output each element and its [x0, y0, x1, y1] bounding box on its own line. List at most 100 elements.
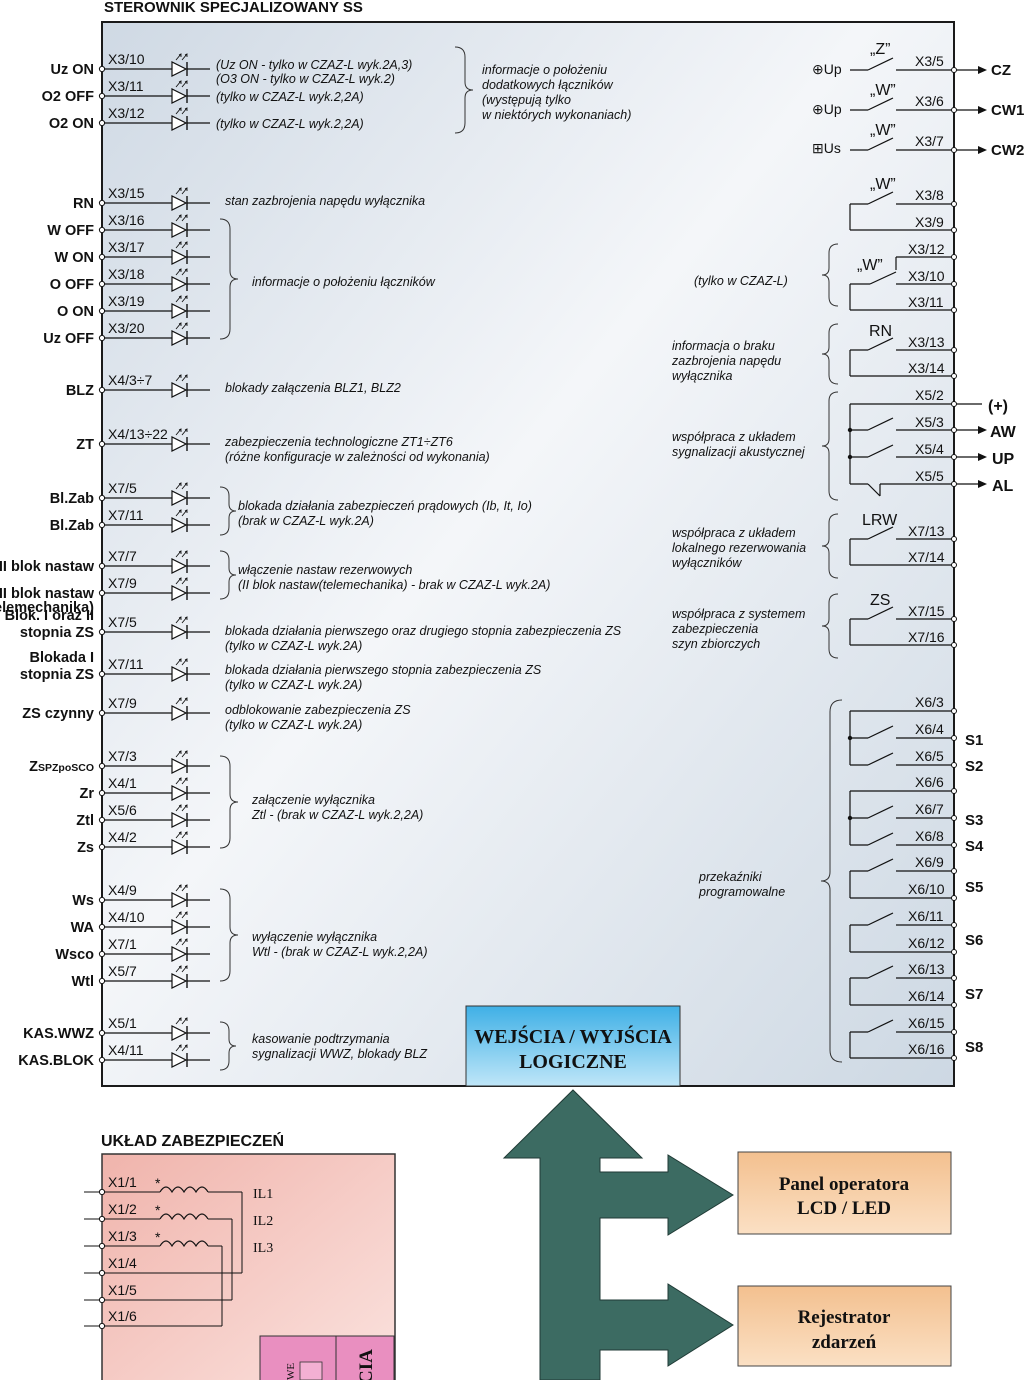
rn-note-3: wyłącznika: [672, 369, 732, 383]
led-diode-icon: [171, 1052, 188, 1068]
terminal-dot: [98, 226, 106, 234]
protection-terminal: X1/5: [108, 1282, 137, 1298]
led-diode-icon: [171, 705, 188, 721]
cia-label: CIA: [356, 1349, 377, 1380]
event-recorder-line1: Rejestrator: [798, 1307, 891, 1328]
relay-output-label: S2: [965, 758, 983, 775]
input-terminal: X7/5: [108, 480, 137, 496]
cz-term: X3/5: [915, 53, 944, 69]
relay-terminal: X6/16: [908, 1041, 945, 1057]
input-label: O OFF: [50, 277, 94, 293]
rn-term-1: X3/13: [908, 334, 945, 350]
relay-output-label: S3: [965, 812, 983, 829]
input-terminal: X3/20: [108, 320, 145, 336]
note-zal-1: załączenie wyłącznika: [251, 793, 375, 807]
terminal-dot: [951, 762, 957, 768]
input-terminal: X5/1: [108, 1015, 137, 1031]
input-label: O2 ON: [49, 116, 94, 132]
terminal-dot: [951, 842, 957, 848]
led-diode-icon: [171, 276, 188, 292]
note-blz: blokady załączenia BLZ1, BLZ2: [225, 381, 401, 395]
terminal-dot: [951, 975, 957, 981]
note-o2-on: (tylko w CZAZ-L wyk.2,2A): [216, 117, 364, 131]
left-input-rows: X3/10X3/11X3/12X3/15X3/16X3/17X3/18X3/19…: [98, 51, 210, 1068]
note-group2: informacje o położeniu łączników: [252, 275, 436, 289]
input-label: Bl.Zab: [50, 491, 94, 507]
terminal-dot: [951, 1029, 957, 1035]
w1-term-2: X3/9: [915, 214, 944, 230]
lrw-note-3: wyłączników: [672, 556, 742, 570]
prog-note-2: programowalne: [698, 885, 785, 899]
terminal-dot: [98, 1242, 106, 1250]
note-blok1-2: (tylko w CZAZ-L wyk.2A): [225, 678, 362, 692]
terminal-dot: [98, 628, 106, 636]
aku-out-1: (+): [988, 398, 1008, 415]
led-diode-icon: [171, 946, 188, 962]
terminal-dot: [98, 92, 106, 100]
terminal-dot: [98, 1029, 106, 1037]
input-terminal: X4/13÷22: [108, 426, 168, 442]
current-il3: IL3: [253, 1241, 273, 1256]
input-terminal: X7/11: [108, 507, 144, 523]
led-diode-icon: [171, 195, 188, 211]
input-terminal: X3/18: [108, 266, 145, 282]
note-zt-1: zabezpieczenia technologiczne ZT1÷ZT6: [224, 435, 453, 449]
input-label: RN: [73, 196, 94, 212]
terminal-dot: [951, 922, 957, 928]
analog-input-block: [259, 1335, 337, 1380]
cw2-out: CW2: [991, 142, 1024, 159]
led-diode-icon: [171, 919, 188, 935]
terminal-dot: [951, 1055, 957, 1061]
cw1-term: X3/6: [915, 93, 944, 109]
cw1-out: CW1: [991, 102, 1024, 119]
zs-contact: ZS: [870, 592, 890, 609]
note-blok12-2: (tylko w CZAZ-L wyk.2A): [225, 639, 362, 653]
relay-terminal: X6/15: [908, 1015, 945, 1031]
protection-terminal: X1/3: [108, 1228, 137, 1244]
input-row: X7/5: [98, 614, 210, 640]
input-label: KAS.WWZ: [23, 1026, 94, 1042]
terminal-dot: [98, 521, 106, 529]
cz-out: CZ: [991, 62, 1011, 79]
protection-coils: * * * IL1 IL2 IL3: [155, 1175, 273, 1326]
lrw-contact: LRW: [862, 512, 898, 529]
input-row: X7/11: [98, 507, 210, 533]
led-diode-icon: [171, 115, 188, 131]
led-diode-icon: [171, 839, 188, 855]
coil-star-1: *: [155, 1175, 161, 1191]
input-row: X3/19: [98, 293, 210, 319]
input-row: X5/6: [98, 802, 210, 828]
input-row: X7/11: [98, 656, 210, 682]
terminal-dot: [98, 334, 106, 342]
led-diode-icon: [171, 585, 188, 601]
terminal-dot: [98, 709, 106, 717]
lrw-term-1: X7/13: [908, 523, 945, 539]
input-row: X3/18: [98, 266, 210, 292]
input-label: WA: [71, 920, 95, 936]
input-row: X3/11: [98, 78, 210, 104]
input-label: ZSPZpoSCO: [29, 759, 94, 775]
lrw-note-1: współpraca z układem: [672, 526, 796, 540]
terminal-dot: [98, 386, 106, 394]
input-row: X5/7: [98, 963, 210, 989]
input-terminal: X7/9: [108, 575, 137, 591]
rn-note-1: informacja o braku: [672, 339, 775, 353]
relay-output-label: S6: [965, 932, 983, 949]
logic-box-line1: WEJŚCIA / WYJŚCIA: [474, 1024, 672, 1048]
note-iiblok-2: (II blok nastaw(telemechanika) - brak w …: [238, 578, 550, 592]
input-terminal: X5/6: [108, 802, 137, 818]
terminal-dot: [98, 253, 106, 261]
input-row: X4/9: [98, 882, 210, 908]
left-notes: (Uz ON - tylko w CZAZ-L wyk.2A,3) (O3 ON…: [216, 46, 631, 1071]
cw1-contact: „W”: [870, 82, 896, 99]
logic-box-line2: LOGICZNE: [519, 1051, 627, 1073]
brace-wyl: [219, 888, 239, 982]
prog-note-1: przekaźniki: [698, 870, 763, 884]
input-row: X4/2: [98, 829, 210, 855]
relay-terminal: X6/14: [908, 988, 945, 1004]
protection-terminal: X1/4: [108, 1255, 137, 1271]
led-diode-icon: [171, 892, 188, 908]
input-row: X3/20: [98, 320, 210, 346]
